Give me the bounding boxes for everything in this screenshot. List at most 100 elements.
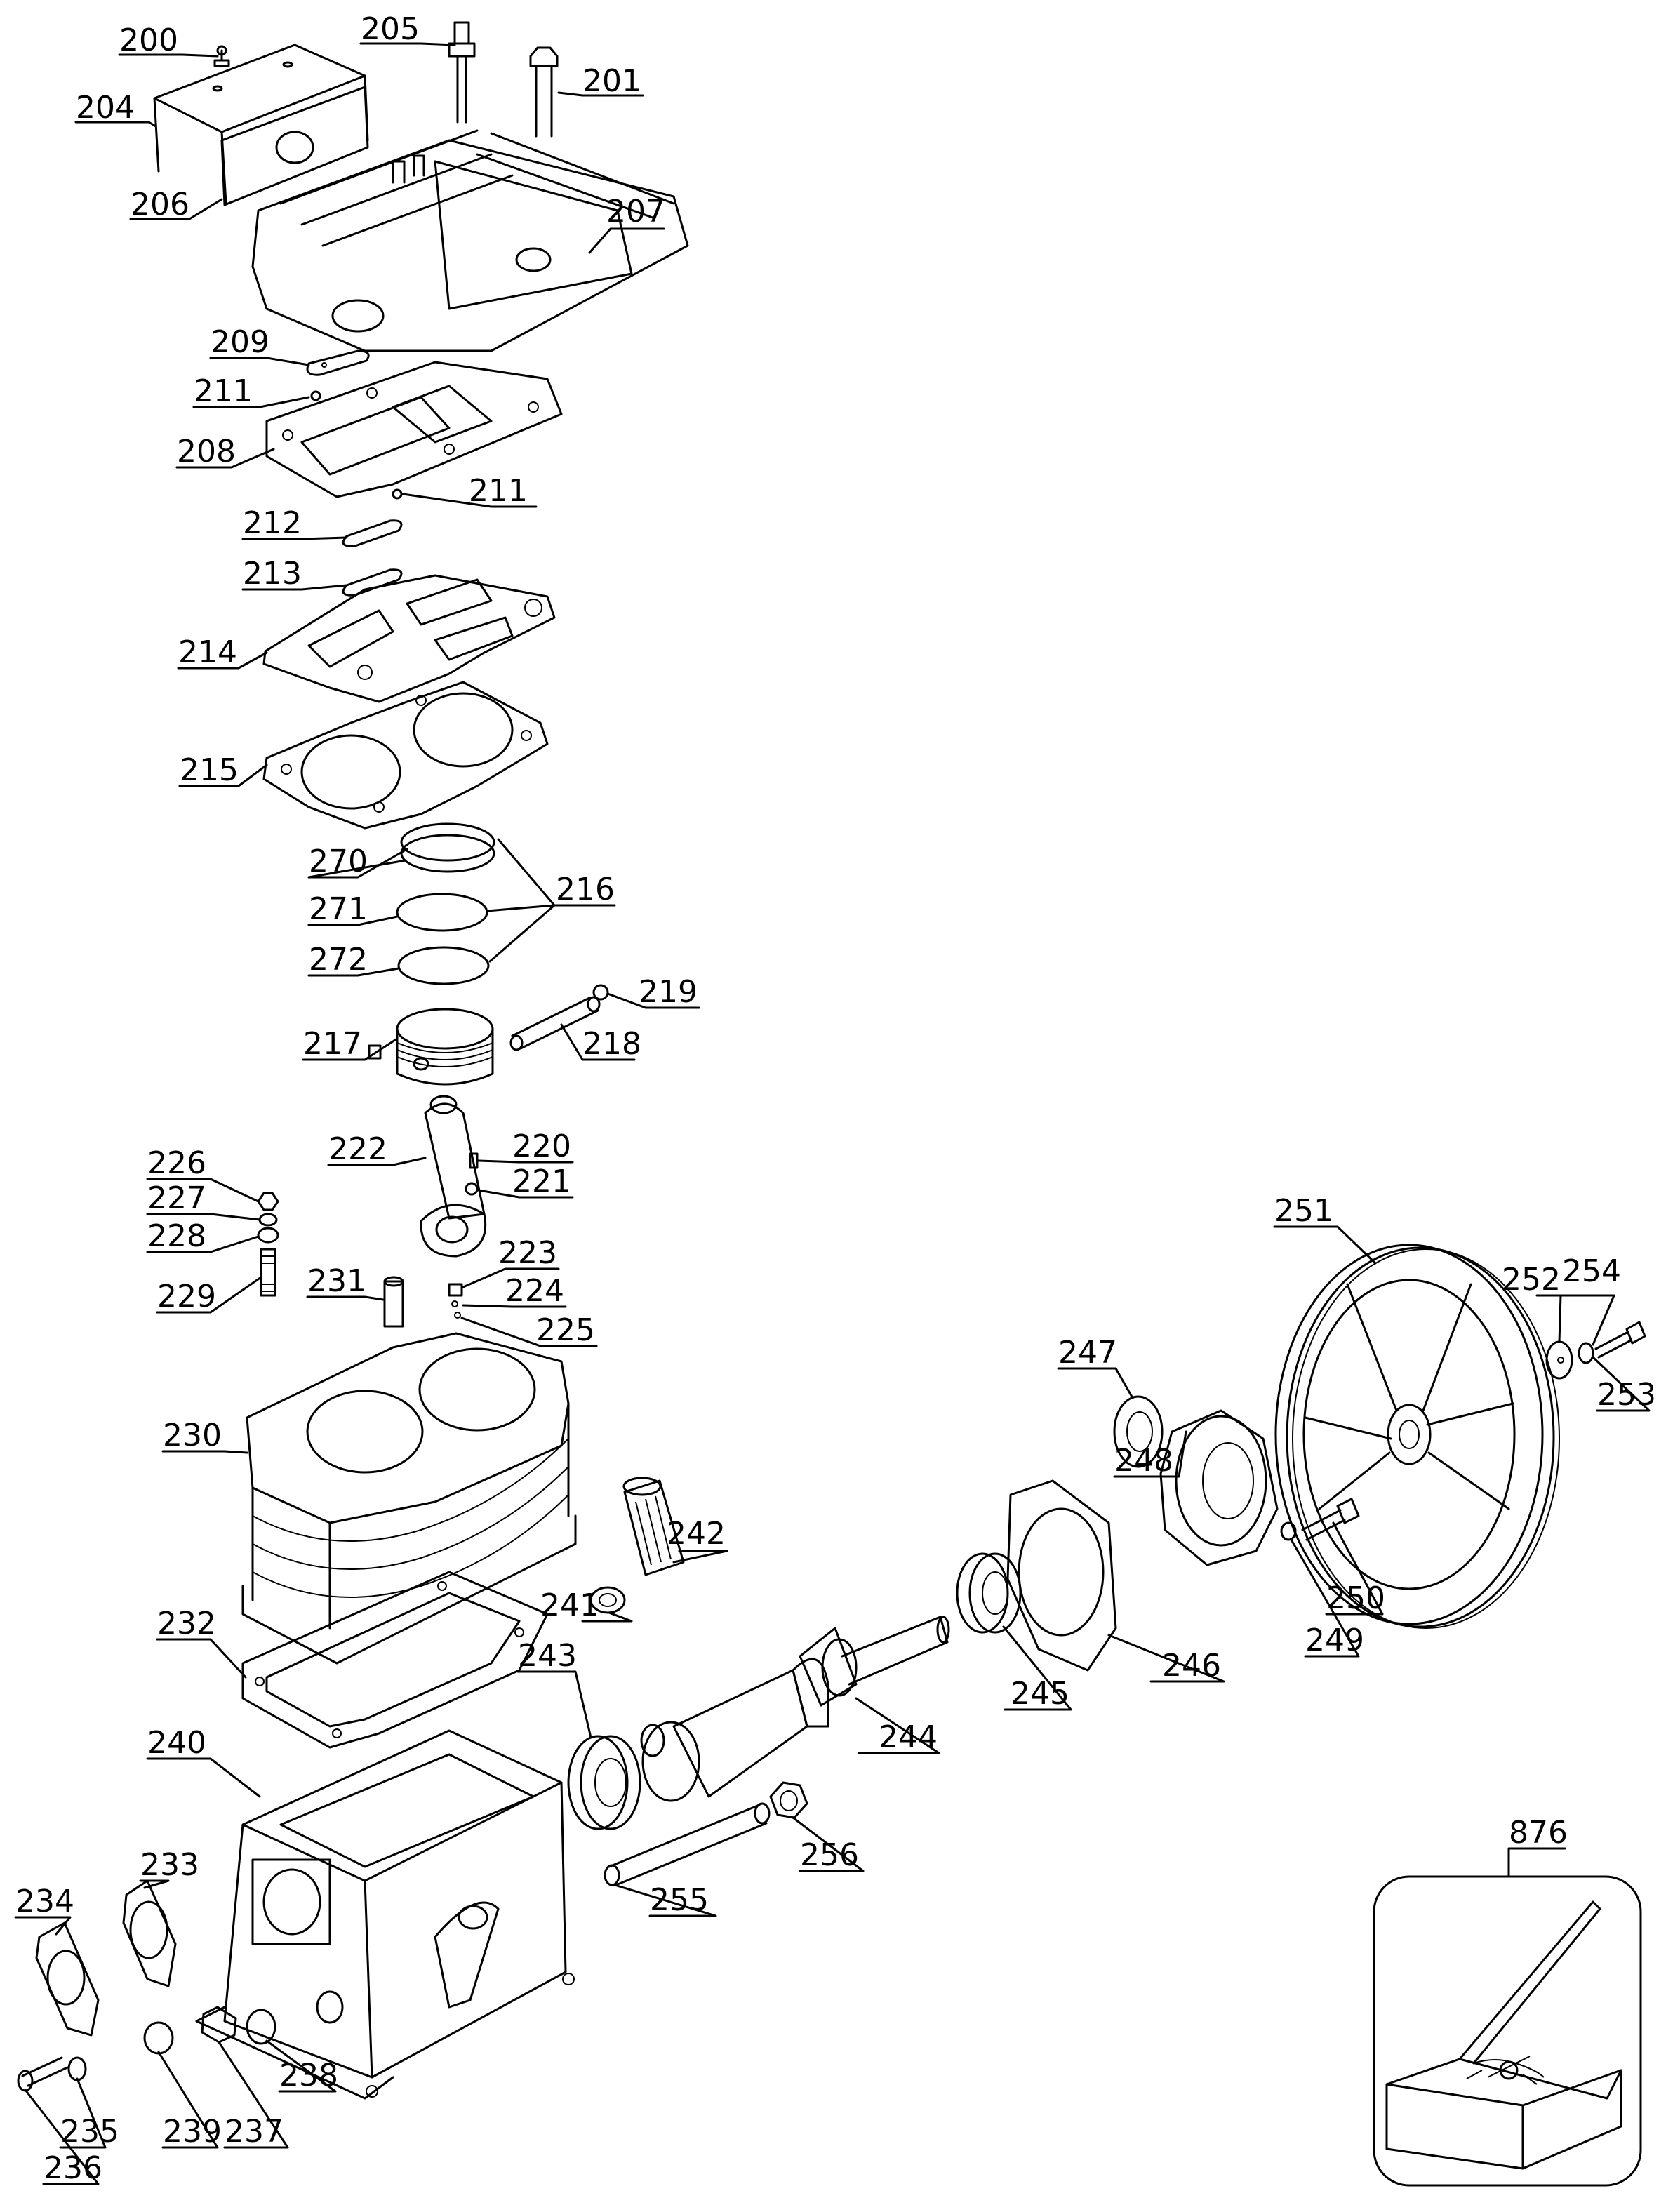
label-876: 876 xyxy=(1509,1815,1568,1851)
label-221: 221 xyxy=(512,1164,571,1199)
label-229: 229 xyxy=(157,1279,216,1314)
part-249-washer xyxy=(1280,1521,1297,1541)
label-218: 218 xyxy=(582,1026,641,1062)
label-243: 243 xyxy=(518,1638,577,1674)
part-243-bearing xyxy=(567,1735,641,1830)
part-241-washer xyxy=(589,1586,626,1614)
part-271-ring xyxy=(396,893,488,932)
part-207-cylinder-head xyxy=(251,129,689,352)
label-238: 238 xyxy=(279,2058,338,2093)
part-number-labels: 200 205 201 204 206 207 209 211 208 211 … xyxy=(15,11,1656,2186)
label-250: 250 xyxy=(1326,1580,1385,1616)
part-242-breather xyxy=(622,1477,685,1576)
part-246-gasket xyxy=(1006,1479,1117,1672)
part-211-screw-lower xyxy=(392,488,403,500)
label-226: 226 xyxy=(147,1145,206,1181)
part-221-washer xyxy=(465,1182,479,1196)
label-201: 201 xyxy=(582,63,641,99)
label-249: 249 xyxy=(1305,1623,1364,1658)
label-211-upper: 211 xyxy=(194,373,253,409)
part-254-washer xyxy=(1578,1342,1594,1364)
label-242: 242 xyxy=(667,1516,726,1552)
label-251: 251 xyxy=(1274,1193,1333,1229)
part-255-tube xyxy=(604,1802,771,1886)
part-240-crankcase xyxy=(195,1729,575,2100)
part-238-washer xyxy=(246,2009,276,2045)
part-245-bearing xyxy=(956,1552,1022,1634)
label-271: 271 xyxy=(309,891,368,927)
label-217: 217 xyxy=(303,1026,362,1062)
part-244-crankshaft xyxy=(640,1616,950,1802)
label-215: 215 xyxy=(180,752,239,788)
label-246: 246 xyxy=(1162,1648,1221,1684)
part-206-block xyxy=(220,86,369,206)
label-211-lower: 211 xyxy=(469,473,528,509)
label-208: 208 xyxy=(177,434,236,469)
part-224-washer xyxy=(451,1300,458,1307)
part-200-screw xyxy=(213,45,230,67)
part-239-plug xyxy=(143,2021,174,2055)
label-214: 214 xyxy=(178,634,237,670)
label-227: 227 xyxy=(147,1180,206,1216)
label-213: 213 xyxy=(243,556,302,592)
part-215-head-gasket xyxy=(262,681,549,830)
part-247-seal xyxy=(1113,1395,1164,1468)
part-228-washer xyxy=(257,1227,279,1244)
label-252: 252 xyxy=(1502,1262,1561,1298)
label-234: 234 xyxy=(15,1884,74,1919)
part-229-stud xyxy=(260,1248,276,1297)
part-219-clip xyxy=(592,984,609,1001)
label-209: 209 xyxy=(211,324,269,360)
label-245: 245 xyxy=(1011,1676,1069,1712)
part-217-piston xyxy=(368,1008,494,1086)
label-253: 253 xyxy=(1597,1377,1656,1413)
label-233: 233 xyxy=(140,1847,199,1883)
part-237-plug xyxy=(201,2006,237,2044)
part-234-cover xyxy=(35,1921,100,2037)
label-205: 205 xyxy=(361,11,420,47)
label-224: 224 xyxy=(505,1273,564,1309)
label-272: 272 xyxy=(309,942,368,978)
label-247: 247 xyxy=(1058,1335,1117,1371)
part-213-reed xyxy=(342,568,403,597)
part-230-cylinder xyxy=(241,1332,577,1665)
part-236-bolt xyxy=(17,2056,69,2092)
label-220: 220 xyxy=(512,1128,571,1164)
label-219: 219 xyxy=(639,974,698,1010)
label-240: 240 xyxy=(147,1725,206,1761)
label-206: 206 xyxy=(131,187,189,222)
part-204-bracket xyxy=(153,44,369,205)
label-254: 254 xyxy=(1562,1253,1621,1289)
label-231: 231 xyxy=(307,1263,366,1299)
part-227-washer xyxy=(258,1213,278,1227)
part-235-washer xyxy=(67,2056,87,2081)
part-876-kit-box xyxy=(1373,1875,1642,2187)
label-256: 256 xyxy=(800,1837,859,1873)
label-225: 225 xyxy=(536,1312,595,1348)
part-248-bearing-housing xyxy=(1159,1409,1279,1566)
label-228: 228 xyxy=(147,1218,206,1254)
label-248: 248 xyxy=(1114,1443,1173,1479)
label-222: 222 xyxy=(328,1131,387,1167)
label-212: 212 xyxy=(243,505,302,541)
part-226-nut xyxy=(257,1192,279,1211)
label-241: 241 xyxy=(540,1587,599,1623)
part-256-nut xyxy=(769,1781,808,1819)
part-222-connecting-rod xyxy=(420,1095,487,1258)
part-253-bolt xyxy=(1594,1321,1646,1359)
part-208-gasket xyxy=(265,361,563,498)
label-230: 230 xyxy=(163,1418,222,1453)
label-207: 207 xyxy=(606,194,665,229)
label-232: 232 xyxy=(157,1606,216,1641)
label-239: 239 xyxy=(163,2114,222,2150)
label-216: 216 xyxy=(556,872,615,907)
part-223-dipper xyxy=(448,1283,463,1297)
part-232-gasket xyxy=(241,1571,549,1749)
part-214-valve-plate xyxy=(262,574,556,703)
part-218-wrist-pin xyxy=(509,996,601,1051)
part-201-bolt xyxy=(529,46,559,138)
label-255: 255 xyxy=(650,1882,709,1918)
part-212-reed xyxy=(342,519,403,547)
leader-lines xyxy=(14,42,1651,2185)
